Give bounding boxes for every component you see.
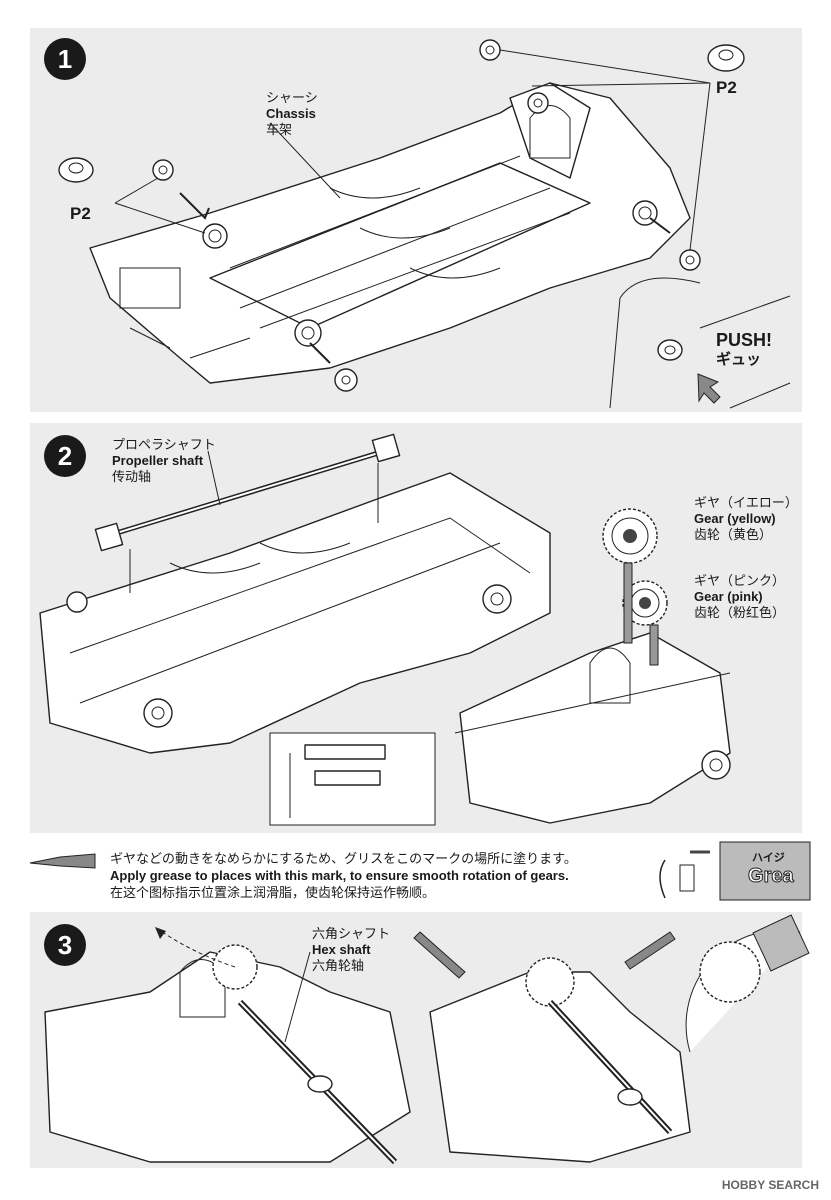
p2-bearing-left <box>58 157 94 183</box>
grease-tube-label-en: Grea <box>748 865 795 887</box>
chassis-label: シャーシ Chassis 车架 <box>266 90 318 137</box>
gear-yellow-label: ギヤ（イエロー） Gear (yellow) 齿轮（黄色） <box>694 495 798 542</box>
gear-small-icon <box>679 864 695 892</box>
chassis-outline-step2 <box>39 472 551 754</box>
step3-panel: 3 六角シャフト Hex shaft 六角轮轴 <box>30 912 810 1168</box>
step3-number: 3 <box>44 924 86 966</box>
chassis-outline-step3-left <box>44 951 411 1163</box>
step1-chassis-illustration <box>58 39 791 409</box>
watermark-brand: HOBBY SEARCH <box>721 1178 819 1192</box>
gear-pink-label: ギヤ（ピンク） Gear (pink) 齿轮（粉红色） <box>694 573 786 620</box>
step3-illustration <box>44 914 810 1165</box>
step2-number: 2 <box>44 435 86 477</box>
grease-tube-label-jp: ハイジ <box>752 852 785 864</box>
shaft-pinion-left <box>94 522 124 552</box>
grease-mark-icon <box>29 853 96 869</box>
subassembly-outline <box>459 632 731 824</box>
grease-instructions: ギヤなどの動きをなめらかにするため、グリスをこのマークの場所に塗ります。 App… <box>110 851 577 900</box>
p2-label-right: P2 <box>716 78 737 97</box>
p2-bearing-right <box>707 44 745 72</box>
p2-label-left: P2 <box>70 204 91 223</box>
grease-tube-icon <box>719 841 811 901</box>
step2-illustration <box>39 433 731 826</box>
grease-note-graphics <box>29 841 811 901</box>
step1-panel: 1 <box>30 28 802 412</box>
propeller-shaft-label: プロペラシャフト Propeller shaft 传动轴 <box>112 437 216 484</box>
push-label: PUSH! ギュッ <box>716 330 773 368</box>
step2-panel: 2 <box>30 423 802 833</box>
step1-number: 1 <box>44 38 86 80</box>
shaft-pinion-right <box>371 433 401 463</box>
hex-shaft-label: 六角シャフト Hex shaft 六角轮轴 <box>312 926 391 973</box>
